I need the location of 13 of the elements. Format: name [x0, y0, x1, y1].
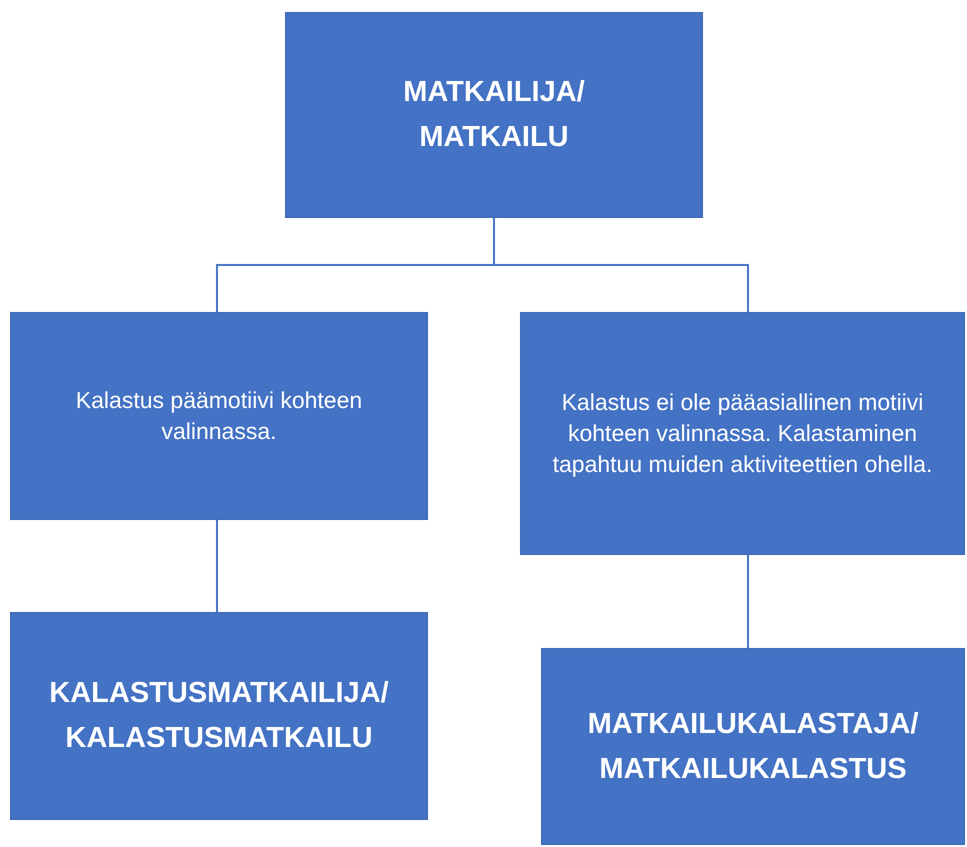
box-text: Kalastus ei ole pääasiallinen motiivi kohteen valinnassa. Kalastaminen tapahtuu muiden aktiviteettien ohella. [552, 388, 934, 480]
box-heading: KALASTUSMATKAILIJA/ KALASTUSMATKAILU [48, 676, 390, 756]
box-text: Kalastus päämotiivi kohteen valinnassa. [74, 386, 364, 446]
connector-line [747, 555, 749, 648]
result-box [10, 612, 428, 820]
box-heading: MATKAILUKALASTAJA/ MATKAILUKALASTUS [586, 706, 920, 786]
connector-line [216, 520, 218, 612]
connector-line [493, 218, 749, 312]
category-box [10, 312, 428, 520]
result-box [541, 648, 965, 845]
title-box [285, 12, 703, 218]
box-heading: MATKAILIJA/ MATKAILU [402, 75, 586, 155]
category-box [520, 312, 965, 555]
